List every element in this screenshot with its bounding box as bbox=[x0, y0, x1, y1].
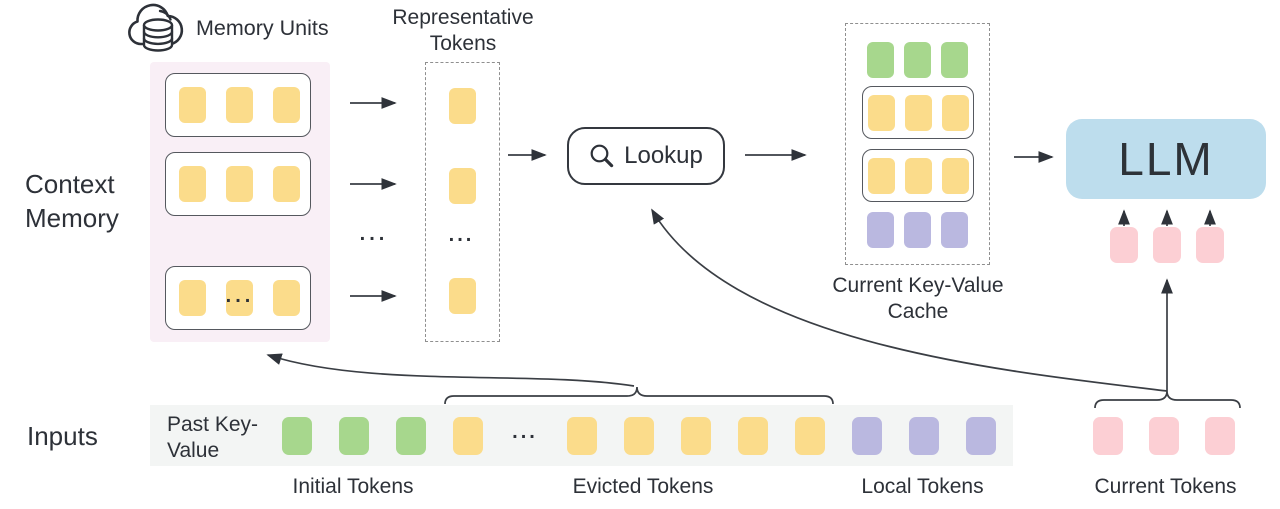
yellow-token bbox=[273, 166, 300, 202]
memory-ellipsis: ... bbox=[225, 285, 255, 307]
yellow-token bbox=[453, 417, 483, 455]
yellow-token bbox=[567, 417, 597, 455]
cloud-database-icon bbox=[128, 3, 184, 52]
yellow-token bbox=[867, 157, 895, 194]
yellow-token bbox=[941, 157, 969, 194]
current-tokens-brace bbox=[1094, 390, 1241, 409]
yellow-token bbox=[226, 87, 253, 123]
context-memory-label: Context Memory bbox=[25, 169, 119, 233]
lookup-button: Lookup bbox=[567, 127, 725, 185]
current-tokens-label: Current Tokens bbox=[1094, 475, 1237, 498]
evicted-tokens-label: Evicted Tokens bbox=[572, 475, 714, 498]
local-tokens-label: Local Tokens bbox=[861, 475, 984, 498]
yellow-token bbox=[273, 87, 300, 123]
yellow-token bbox=[904, 94, 932, 131]
pink-token bbox=[1093, 417, 1123, 455]
cache-local-row bbox=[867, 212, 968, 248]
yellow-token bbox=[795, 417, 825, 455]
yellow-token bbox=[226, 280, 253, 316]
context-memory-panel: ... bbox=[150, 62, 330, 342]
yellow-token bbox=[624, 417, 654, 455]
ellipsis: ... bbox=[512, 420, 538, 443]
purple-token bbox=[966, 417, 996, 455]
purple-token bbox=[852, 417, 882, 455]
arrow-evicted-to-memory bbox=[266, 353, 635, 387]
current-tokens-group bbox=[1093, 417, 1235, 455]
green-token bbox=[867, 42, 894, 78]
representative-tokens-box: ... bbox=[425, 62, 500, 342]
lookup-label: Lookup bbox=[624, 142, 703, 169]
pink-token bbox=[1110, 227, 1138, 263]
yellow-token bbox=[738, 417, 768, 455]
purple-token bbox=[909, 417, 939, 455]
green-token bbox=[282, 417, 312, 455]
yellow-token bbox=[449, 88, 476, 124]
yellow-token bbox=[226, 166, 253, 202]
green-token bbox=[904, 42, 931, 78]
yellow-token bbox=[449, 168, 476, 204]
past-kv-tokens: ... bbox=[282, 417, 996, 455]
ellipsis: ... bbox=[448, 223, 475, 246]
yellow-token bbox=[941, 94, 969, 131]
yellow-token bbox=[904, 157, 932, 194]
llm-label: LLM bbox=[1118, 133, 1214, 185]
inputs-label: Inputs bbox=[27, 421, 98, 451]
llm-input-tokens bbox=[1110, 227, 1224, 263]
green-token bbox=[941, 42, 968, 78]
evicted-tokens-brace bbox=[444, 386, 834, 405]
past-key-value-label: Past Key-Value bbox=[167, 413, 259, 462]
pink-token bbox=[1149, 417, 1179, 455]
cache-initial-row bbox=[867, 42, 968, 78]
yellow-token bbox=[179, 87, 206, 123]
purple-token bbox=[867, 212, 894, 248]
yellow-token bbox=[681, 417, 711, 455]
search-icon bbox=[590, 144, 614, 168]
memory-unit bbox=[165, 152, 311, 216]
memory-unit bbox=[165, 73, 311, 137]
yellow-token bbox=[273, 280, 300, 316]
current-kv-cache-label: Current Key-Value Cache bbox=[832, 274, 1004, 324]
representative-tokens-label: Representative Tokens bbox=[392, 6, 534, 56]
green-token bbox=[396, 417, 426, 455]
green-token bbox=[339, 417, 369, 455]
cache-memory-unit bbox=[862, 149, 974, 202]
pink-token bbox=[1205, 417, 1235, 455]
current-kv-cache-box bbox=[845, 23, 990, 265]
yellow-token bbox=[449, 278, 476, 314]
memory-units-label: Memory Units bbox=[196, 16, 329, 40]
yellow-token bbox=[867, 94, 895, 131]
cache-memory-unit bbox=[862, 86, 974, 139]
llm-box: LLM bbox=[1066, 119, 1266, 199]
memory-unit bbox=[165, 266, 311, 330]
initial-tokens-label: Initial Tokens bbox=[292, 475, 414, 498]
yellow-token bbox=[179, 166, 206, 202]
arrow-column-ellipsis: ... bbox=[359, 223, 389, 245]
purple-token bbox=[904, 212, 931, 248]
pink-token bbox=[1196, 227, 1224, 263]
pink-token bbox=[1153, 227, 1181, 263]
purple-token bbox=[941, 212, 968, 248]
yellow-token bbox=[179, 280, 206, 316]
